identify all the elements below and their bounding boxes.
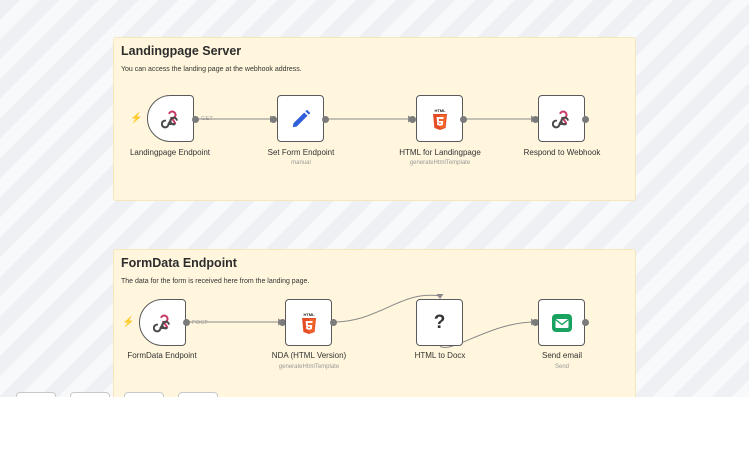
output-handle[interactable] xyxy=(582,115,589,123)
output-handle[interactable] xyxy=(322,115,329,123)
webhook-icon xyxy=(551,110,569,128)
input-handle[interactable] xyxy=(532,318,539,326)
reset-zoom-button[interactable] xyxy=(178,392,218,397)
node-subtitle: manual xyxy=(291,160,311,166)
node-subtitle: generateHtmlTemplate xyxy=(409,160,471,166)
trigger-bolt-icon: ⚡ xyxy=(130,113,143,124)
node-html-for-landingpage[interactable]: HTML xyxy=(416,95,463,142)
node-label: Send email xyxy=(541,351,583,360)
zoom-to-fit-button[interactable] xyxy=(16,392,56,397)
node-label: Respond to Webhook xyxy=(523,148,601,157)
html5-badge-text: HTML xyxy=(434,108,446,113)
output-handle[interactable] xyxy=(192,115,199,123)
output-handle[interactable] xyxy=(330,318,337,326)
trigger-bolt-icon: ⚡ xyxy=(122,317,135,328)
node-nda-html-version[interactable]: HTML xyxy=(285,299,332,346)
input-handle[interactable] xyxy=(279,318,286,326)
http-method-label: GET xyxy=(201,116,213,122)
pencil-icon xyxy=(292,109,310,127)
sticky-title: Landingpage Server xyxy=(121,44,242,58)
output-handle[interactable] xyxy=(183,318,190,326)
zoom-in-button[interactable] xyxy=(70,392,110,397)
output-handle[interactable] xyxy=(582,318,589,326)
node-label: HTML to Docx xyxy=(414,351,466,360)
node-label: Set Form Endpoint xyxy=(267,148,335,157)
sticky-description: You can access the landing page at the w… xyxy=(121,66,302,73)
webhook-icon xyxy=(160,110,178,128)
node-html-to-docx[interactable]: ? xyxy=(416,299,463,346)
sticky-description: The data for the form is received here f… xyxy=(121,278,310,285)
input-handle[interactable] xyxy=(532,115,539,123)
webhook-icon xyxy=(152,314,170,332)
input-handle[interactable] xyxy=(270,115,277,123)
question-mark-icon: ? xyxy=(433,311,446,333)
zoom-out-button[interactable] xyxy=(124,392,164,397)
sticky-title: FormData Endpoint xyxy=(121,256,237,270)
node-landingpage-endpoint[interactable] xyxy=(147,95,194,142)
node-label: HTML for Landingpage xyxy=(399,148,481,157)
input-handle[interactable] xyxy=(409,115,416,123)
node-formdata-endpoint[interactable] xyxy=(139,299,186,346)
workflow-canvas[interactable]: Landingpage Server You can access the la… xyxy=(0,0,749,397)
html5-icon: HTML xyxy=(432,108,447,130)
node-subtitle: generateHtmlTemplate xyxy=(278,364,340,370)
node-label: FormData Endpoint xyxy=(127,351,197,360)
node-respond-to-webhook[interactable] xyxy=(538,95,585,142)
email-icon xyxy=(551,313,572,332)
node-set-form-endpoint[interactable] xyxy=(277,95,324,142)
http-method-label: POST xyxy=(192,319,208,326)
output-handle[interactable] xyxy=(460,115,467,123)
node-subtitle: Send xyxy=(554,364,569,370)
node-label: NDA (HTML Version) xyxy=(271,351,347,360)
node-label: Landingpage Endpoint xyxy=(129,148,211,157)
html5-badge-text: HTML xyxy=(303,312,315,317)
bottom-blank-area xyxy=(0,397,749,450)
html5-icon: HTML xyxy=(301,312,316,334)
node-send-email[interactable] xyxy=(538,299,585,346)
